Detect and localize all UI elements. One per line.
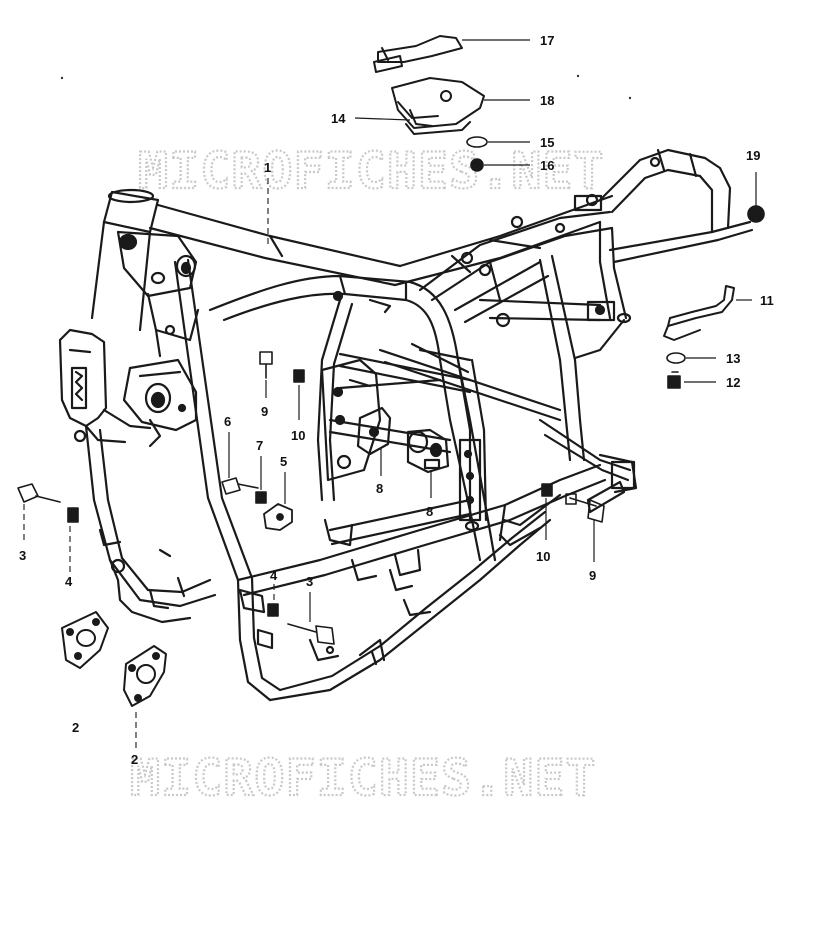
callout-6: 6 bbox=[224, 414, 231, 429]
callout-7: 7 bbox=[256, 438, 263, 453]
callout-3-center: 3 bbox=[306, 574, 313, 589]
bolt-6 bbox=[221, 477, 259, 495]
stay-11 bbox=[663, 285, 735, 341]
nut-10-lower bbox=[541, 483, 553, 497]
callout-9-upper: 9 bbox=[261, 404, 268, 419]
callout-numbers: 17 18 14 15 16 19 1 11 13 12 9 10 6 7 5 … bbox=[19, 33, 774, 767]
bolt-3-left bbox=[17, 483, 61, 503]
washer-13 bbox=[666, 352, 686, 364]
bolt-9-upper bbox=[259, 351, 273, 379]
callout-10-upper: 10 bbox=[291, 428, 305, 443]
bolt-19 bbox=[747, 205, 765, 223]
callout-11: 11 bbox=[760, 293, 774, 308]
callout-4-left: 4 bbox=[65, 574, 73, 589]
plate-5 bbox=[263, 503, 293, 531]
callout-16: 16 bbox=[540, 158, 554, 173]
watermark-bottom: MICROFICHES.NET bbox=[130, 749, 597, 807]
motorcycle-frame bbox=[58, 148, 754, 702]
scan-dot bbox=[576, 74, 580, 78]
callout-12: 12 bbox=[726, 375, 740, 390]
nut-16 bbox=[470, 158, 484, 172]
nut-7 bbox=[255, 491, 267, 504]
callout-2-center: 2 bbox=[131, 752, 138, 767]
nut-10-upper bbox=[293, 369, 305, 383]
callout-4-center: 4 bbox=[270, 568, 278, 583]
callout-13: 13 bbox=[726, 351, 740, 366]
nut-4-center bbox=[267, 603, 279, 617]
clamp-14 bbox=[409, 109, 433, 127]
nut-4-left bbox=[67, 507, 79, 523]
callout-2-left: 2 bbox=[72, 720, 79, 735]
scan-dot bbox=[60, 76, 64, 80]
callout-18: 18 bbox=[540, 93, 554, 108]
bolt-9-lower bbox=[565, 493, 605, 523]
engine-plate-2b bbox=[123, 645, 167, 707]
watermark-top: MICROFICHES.NET bbox=[138, 142, 605, 200]
scan-dot bbox=[628, 96, 632, 100]
callout-15: 15 bbox=[540, 135, 554, 150]
callout-19: 19 bbox=[746, 148, 760, 163]
washer-15 bbox=[466, 136, 488, 148]
callout-8-left: 8 bbox=[376, 481, 383, 496]
bolt-3-center bbox=[287, 623, 335, 645]
callout-10-lower: 10 bbox=[536, 549, 550, 564]
callout-1: 1 bbox=[264, 160, 271, 175]
leader-lines bbox=[23, 39, 757, 748]
bolt-12 bbox=[667, 371, 681, 389]
callout-14: 14 bbox=[331, 111, 346, 126]
callout-17: 17 bbox=[540, 33, 554, 48]
callout-8-right: 8 bbox=[426, 504, 433, 519]
callout-3-left: 3 bbox=[19, 548, 26, 563]
seat-lock-cover-17 bbox=[373, 35, 463, 73]
cover-18 bbox=[391, 77, 485, 135]
engine-plate-2a bbox=[61, 611, 109, 669]
callout-9-lower: 9 bbox=[589, 568, 596, 583]
callout-5: 5 bbox=[280, 454, 287, 469]
